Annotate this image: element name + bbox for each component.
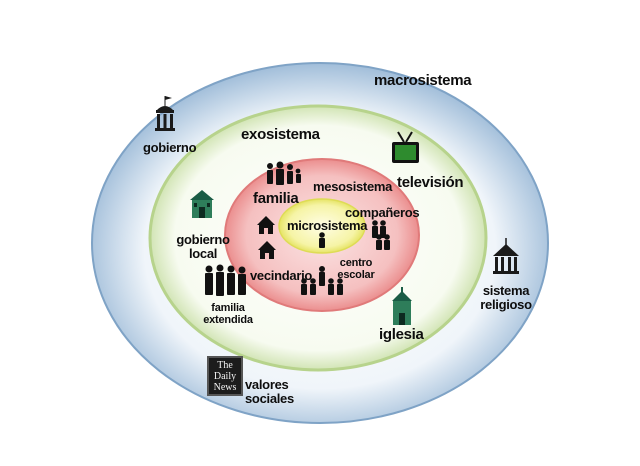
local-government-line2: local bbox=[188, 245, 218, 261]
government-label: gobierno bbox=[143, 140, 197, 155]
newspaper-icon: The Daily News bbox=[207, 356, 243, 396]
building-icon bbox=[155, 96, 175, 131]
extended-family-line1: familia bbox=[211, 302, 245, 314]
television-label: televisión bbox=[397, 174, 464, 191]
mesosystem-label: mesosistema bbox=[313, 179, 393, 194]
peers-icon bbox=[372, 220, 390, 250]
extended-family-line2: extendida bbox=[203, 313, 253, 326]
church-label: iglesia bbox=[379, 326, 424, 343]
temple-icon bbox=[493, 238, 519, 274]
school-line2: escolar bbox=[337, 268, 375, 281]
exosystem-label: exosistema bbox=[241, 126, 320, 143]
microsystem-label: microsistema bbox=[287, 218, 368, 233]
people-icon bbox=[205, 264, 246, 296]
house-icon bbox=[257, 216, 276, 259]
peers-label: compañeros bbox=[345, 205, 420, 220]
religious-system-line2: religioso bbox=[480, 296, 532, 312]
social-values-line2: sociales bbox=[245, 390, 294, 406]
family-icon bbox=[267, 161, 301, 185]
child-icon bbox=[319, 232, 325, 248]
social-values-line1: valores bbox=[245, 377, 289, 392]
local-government-label: gobierno local bbox=[168, 233, 238, 260]
macrosystem-label: macrosistema bbox=[374, 72, 472, 89]
social-values-label: valores sociales bbox=[245, 378, 294, 405]
neighborhood-label: vecindario bbox=[250, 268, 313, 283]
chapel-icon bbox=[190, 190, 214, 218]
extended-family-label: familia extendida bbox=[193, 302, 263, 326]
religious-system-line1: sistema bbox=[482, 283, 530, 298]
local-government-line1: gobierno bbox=[176, 232, 230, 247]
family-label: familia bbox=[253, 190, 299, 207]
chapel-icon bbox=[392, 287, 412, 325]
school-label: centro escolar bbox=[326, 257, 386, 281]
religious-system-label: sistema religioso bbox=[466, 284, 546, 311]
school-group-icon bbox=[301, 266, 343, 295]
school-line1: centro bbox=[339, 257, 373, 269]
microsystem-core bbox=[278, 198, 366, 254]
newspaper-line1: The bbox=[217, 360, 233, 371]
tv-icon bbox=[392, 131, 419, 163]
newspaper-line3: News bbox=[213, 382, 237, 393]
newspaper-line2: Daily bbox=[213, 371, 237, 382]
